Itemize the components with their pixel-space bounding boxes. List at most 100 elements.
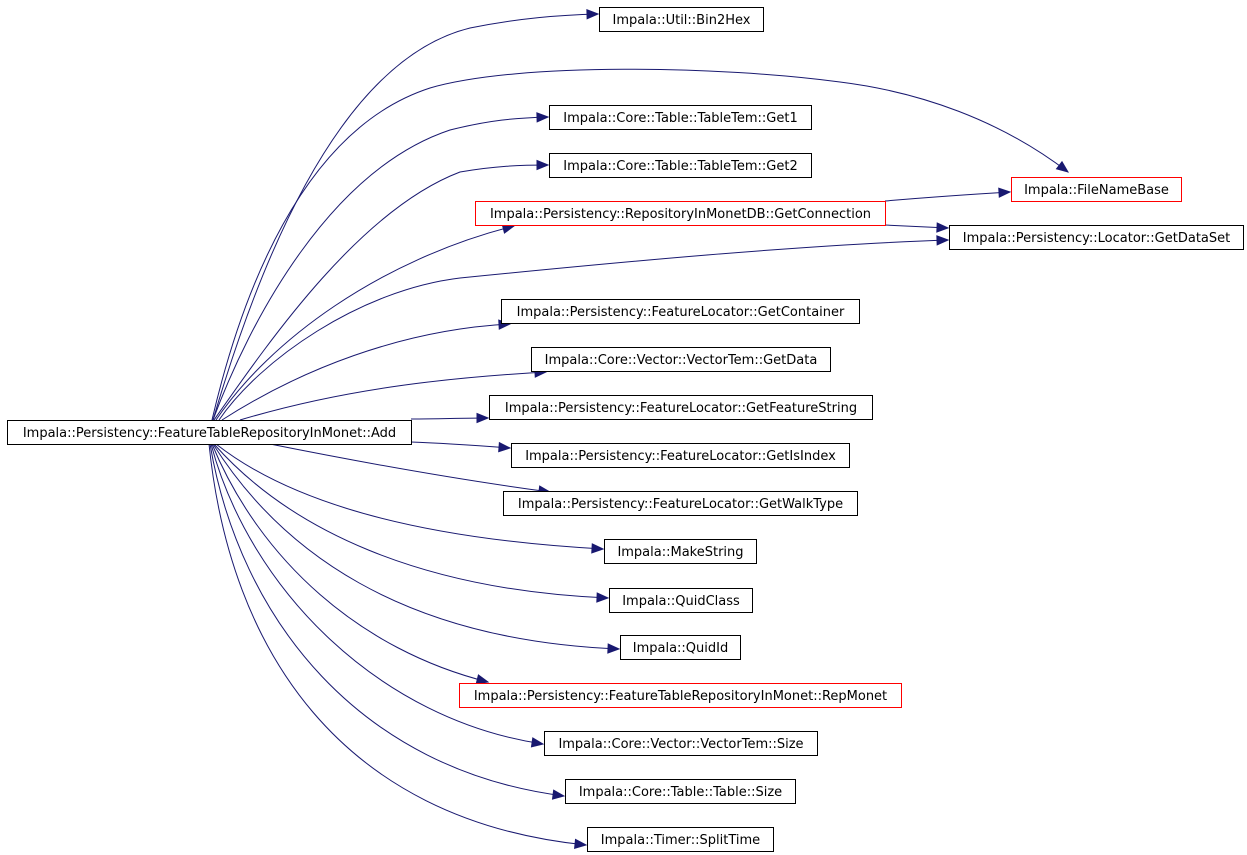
edge-line xyxy=(211,68,1069,421)
arrowhead-icon xyxy=(536,159,550,171)
edge-root-to-tsize xyxy=(209,443,566,800)
node-box[interactable] xyxy=(544,731,818,756)
node-filenamebase[interactable]: Impala::FileNameBase xyxy=(1011,177,1182,202)
node-root[interactable]: Impala::Persistency::FeatureTableReposit… xyxy=(7,420,412,445)
arrowhead-icon xyxy=(476,412,490,424)
node-box[interactable] xyxy=(475,201,886,226)
edge-line xyxy=(209,443,565,797)
node-box[interactable] xyxy=(549,153,812,178)
node-box[interactable] xyxy=(511,443,850,468)
node-box[interactable] xyxy=(489,395,873,420)
node-box[interactable] xyxy=(501,299,860,324)
node-bin2hex[interactable]: Impala::Util::Bin2Hex xyxy=(599,7,764,32)
arrowhead-icon xyxy=(936,222,950,233)
node-label: Impala::QuidId xyxy=(633,641,728,656)
node-label: Impala::FileNameBase xyxy=(1024,183,1169,198)
node-label: Impala::Persistency::FeatureTableReposit… xyxy=(23,426,396,441)
edge-root-to-getisindex xyxy=(410,441,512,453)
node-label: Impala::Core::Table::TableTem::Get2 xyxy=(563,159,798,174)
node-box[interactable] xyxy=(565,779,796,804)
edge-line xyxy=(215,443,604,550)
arrowhead-icon xyxy=(498,441,512,453)
edge-root-to-get2 xyxy=(213,159,550,421)
node-box[interactable] xyxy=(503,491,858,516)
edge-root-to-getwalktype xyxy=(269,443,552,496)
arrowhead-icon xyxy=(998,187,1012,198)
node-getcontainer[interactable]: Impala::Persistency::FeatureLocator::Get… xyxy=(501,299,860,324)
node-box[interactable] xyxy=(949,225,1244,250)
node-box[interactable] xyxy=(609,588,753,613)
node-getdata[interactable]: Impala::Core::Vector::VectorTem::GetData xyxy=(531,347,831,372)
node-label: Impala::Persistency::FeatureLocator::Get… xyxy=(517,305,845,320)
edge-root-to-filenamebase xyxy=(211,68,1070,421)
edge-line xyxy=(208,443,587,846)
node-splittime[interactable]: Impala::Timer::SplitTime xyxy=(587,827,774,852)
edge-line xyxy=(212,13,599,421)
edge-line xyxy=(213,443,609,599)
edge-line xyxy=(215,225,515,421)
node-get1[interactable]: Impala::Core::Table::TableTem::Get1 xyxy=(549,105,812,130)
node-label: Impala::Util::Bin2Hex xyxy=(613,13,751,28)
edge-root-to-makestring xyxy=(215,443,605,554)
arrowhead-icon xyxy=(607,643,621,654)
edge-line xyxy=(218,239,949,421)
edge-line xyxy=(212,116,549,421)
edge-line xyxy=(410,441,511,449)
node-box[interactable] xyxy=(549,105,812,130)
edge-line xyxy=(212,443,620,650)
edge-root-to-splittime xyxy=(208,443,588,850)
edge-root-to-bin2hex xyxy=(212,9,600,421)
arrowhead-icon xyxy=(1055,160,1070,173)
edge-root-to-quidid xyxy=(212,443,621,654)
arrowhead-icon xyxy=(475,674,490,685)
node-vsize[interactable]: Impala::Core::Vector::VectorTem::Size xyxy=(544,731,818,756)
node-label: Impala::Core::Table::TableTem::Get1 xyxy=(563,111,798,126)
edge-line xyxy=(410,417,489,420)
edge-getconnection-to-getdataset xyxy=(884,222,950,233)
node-box[interactable] xyxy=(604,539,757,564)
arrowhead-icon xyxy=(530,737,545,748)
arrowhead-icon xyxy=(551,789,566,800)
node-getdataset[interactable]: Impala::Persistency::Locator::GetDataSet xyxy=(949,225,1244,250)
node-box[interactable] xyxy=(599,7,764,32)
edge-getconnection-to-filenamebase xyxy=(884,187,1012,202)
node-getfeaturestr[interactable]: Impala::Persistency::FeatureLocator::Get… xyxy=(489,395,873,420)
node-label: Impala::Core::Table::Table::Size xyxy=(579,785,782,800)
node-box[interactable] xyxy=(587,827,774,852)
node-box[interactable] xyxy=(620,635,741,660)
edge-root-to-get1 xyxy=(212,112,550,421)
edge-line xyxy=(210,443,544,745)
edge-line xyxy=(221,323,511,421)
arrowhead-icon xyxy=(936,235,950,246)
edge-root-to-getfeaturestr xyxy=(410,412,490,424)
node-box[interactable] xyxy=(531,347,831,372)
node-label: Impala::Persistency::FeatureLocator::Get… xyxy=(525,449,836,464)
node-label: Impala::Core::Vector::VectorTem::GetData xyxy=(545,353,818,368)
node-label: Impala::Persistency::Locator::GetDataSet xyxy=(963,231,1230,246)
node-quidclass[interactable]: Impala::QuidClass xyxy=(609,588,753,613)
node-label: Impala::MakeString xyxy=(617,545,743,560)
node-get2[interactable]: Impala::Core::Table::TableTem::Get2 xyxy=(549,153,812,178)
edge-root-to-quidclass xyxy=(213,443,610,603)
nodes-layer: Impala::Persistency::FeatureTableReposit… xyxy=(7,7,1244,852)
edge-line xyxy=(269,443,551,493)
edge-line xyxy=(239,371,547,421)
node-getisindex[interactable]: Impala::Persistency::FeatureLocator::Get… xyxy=(511,443,850,468)
node-makestring[interactable]: Impala::MakeString xyxy=(604,539,757,564)
node-box[interactable] xyxy=(7,420,412,445)
arrowhead-icon xyxy=(536,112,550,123)
edge-root-to-repmonet xyxy=(211,443,490,685)
node-tsize[interactable]: Impala::Core::Table::Table::Size xyxy=(565,779,796,804)
node-box[interactable] xyxy=(1011,177,1182,202)
node-label: Impala::Core::Vector::VectorTem::Size xyxy=(558,737,803,752)
node-label: Impala::Timer::SplitTime xyxy=(601,833,760,848)
node-box[interactable] xyxy=(459,683,902,708)
node-repmonet[interactable]: Impala::Persistency::FeatureTableReposit… xyxy=(459,683,902,708)
node-label: Impala::Persistency::FeatureLocator::Get… xyxy=(505,401,857,416)
node-label: Impala::QuidClass xyxy=(622,594,740,609)
node-quidid[interactable]: Impala::QuidId xyxy=(620,635,741,660)
node-getconnection[interactable]: Impala::Persistency::RepositoryInMonetDB… xyxy=(475,201,886,226)
node-getwalktype[interactable]: Impala::Persistency::FeatureLocator::Get… xyxy=(503,491,858,516)
edge-line xyxy=(211,443,489,683)
